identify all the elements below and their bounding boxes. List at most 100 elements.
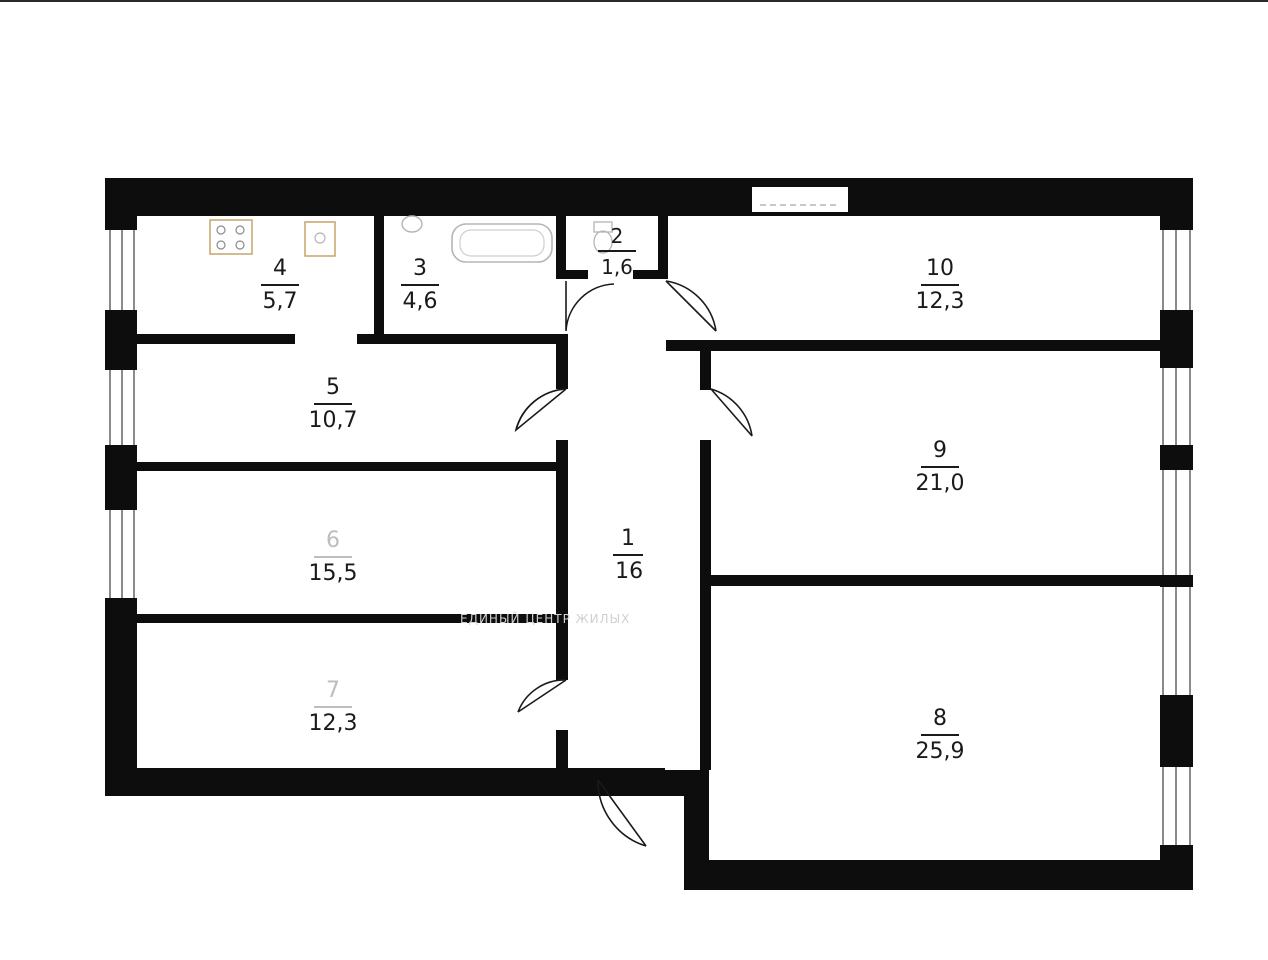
room-10-label: 10 12,3 [880, 258, 1000, 313]
stove-icon [209, 219, 253, 255]
label-divider [314, 556, 352, 558]
room-area: 21,0 [915, 470, 965, 496]
room-area: 12,3 [308, 710, 358, 736]
room-number: 5 [326, 375, 340, 400]
room-5-label: 5 10,7 [273, 377, 393, 432]
window-room-10 [1162, 230, 1191, 310]
sink-icon [304, 221, 336, 257]
room-area: 25,9 [915, 738, 965, 764]
window-room-4 [109, 230, 135, 310]
wall-bath-toilet [556, 214, 566, 279]
label-divider [261, 284, 299, 286]
room-number: 3 [413, 256, 427, 281]
window-room-5 [109, 370, 135, 445]
door-entrance-arc [597, 779, 647, 847]
east-wall-pier-2 [1160, 310, 1193, 368]
window-room-8 [1162, 587, 1191, 845]
wall-toilet-south-left [556, 270, 588, 279]
west-wall-pier-3 [105, 445, 137, 510]
room-number: 8 [933, 706, 947, 731]
wall-toilet-south-right [633, 270, 668, 279]
east-wall-pier-4 [1160, 575, 1193, 587]
room-area: 5,7 [262, 288, 298, 314]
entrance-wall-jamb [652, 770, 684, 796]
west-wall-pier-1 [105, 178, 137, 230]
north-wall [105, 178, 1193, 216]
top-border-line [0, 0, 1268, 2]
wall-kitchen-south-right [357, 334, 559, 344]
wall-kitchen-south-left [137, 334, 295, 344]
room-2-label: 2 1,6 [557, 226, 677, 277]
west-wall-pier-2 [105, 310, 137, 370]
toilet-icon [593, 221, 613, 254]
balcony-door [752, 185, 848, 212]
room-6-label: 6 15,5 [273, 530, 393, 585]
door-room9-arc [710, 388, 753, 437]
door-room10-arc [665, 280, 717, 332]
washbasin-icon [401, 215, 423, 233]
outer-walls [105, 178, 1193, 890]
label-divider [613, 554, 643, 556]
west-wall-pier-4 [105, 598, 137, 796]
room-area: 15,5 [308, 560, 358, 586]
room-number: 1 [621, 526, 635, 551]
wall-corridor-east-1 [700, 340, 711, 390]
wall-toilet-east [658, 214, 668, 279]
room-7-label: 7 12,3 [273, 680, 393, 735]
south-wall-left [105, 768, 665, 796]
wall-corridor-west-2 [556, 440, 568, 680]
label-divider [598, 250, 636, 252]
wall-corridor-west-1 [556, 334, 568, 389]
room-number: 2 [610, 224, 624, 248]
south-wall-right [684, 860, 1193, 890]
entrance-wall-right [684, 770, 709, 890]
watermark: ЕДИНЫЙ ЦЕНТР ЖИЛЫХ [460, 612, 631, 626]
room-8-label: 8 25,9 [880, 708, 1000, 763]
wall-room9-room8 [709, 575, 1160, 586]
east-wall-pier-3 [1160, 445, 1193, 470]
wall-room6-room7 [137, 614, 558, 623]
wall-kitchen-bath [374, 214, 384, 344]
label-divider [921, 734, 959, 736]
room-9-label: 9 21,0 [880, 440, 1000, 495]
room-area: 16 [612, 558, 644, 584]
window-room-6 [109, 510, 135, 598]
wall-corridor-east-2 [700, 440, 711, 770]
label-divider [921, 284, 959, 286]
room-3-label: 3 4,6 [360, 258, 480, 313]
bathtub-icon [451, 223, 553, 263]
east-wall-pier-6 [1160, 845, 1193, 890]
east-wall-pier-1 [1160, 178, 1193, 230]
room-1-label: 1 16 [568, 528, 688, 583]
label-divider [921, 466, 959, 468]
room-area: 12,3 [915, 288, 965, 314]
door-room9 [710, 388, 753, 437]
fixtures [209, 215, 613, 263]
door-room7-arc [517, 679, 567, 713]
interior-walls [137, 214, 1160, 770]
label-divider [314, 403, 352, 405]
door-room7 [517, 679, 567, 713]
room-number: 9 [933, 438, 947, 463]
east-wall-pier-5 [1160, 695, 1193, 767]
room-number: 7 [326, 678, 340, 703]
wall-corridor-west-3 [556, 730, 568, 770]
room-number: 4 [273, 256, 287, 281]
doors [514, 280, 753, 847]
label-divider [401, 284, 439, 286]
room-4-label: 4 5,7 [220, 258, 340, 313]
door-room5-arc [515, 388, 567, 431]
room-area: 1,6 [601, 254, 633, 279]
room-number: 6 [326, 528, 340, 553]
room-area: 10,7 [308, 407, 358, 433]
label-divider [314, 706, 352, 708]
door-room10 [665, 280, 717, 332]
door-room5 [514, 388, 567, 433]
door-bath [565, 281, 615, 332]
wall-room5-room6 [137, 462, 558, 471]
window-room-9 [1162, 368, 1191, 575]
windows [109, 230, 1191, 845]
door-entrance [597, 779, 647, 847]
